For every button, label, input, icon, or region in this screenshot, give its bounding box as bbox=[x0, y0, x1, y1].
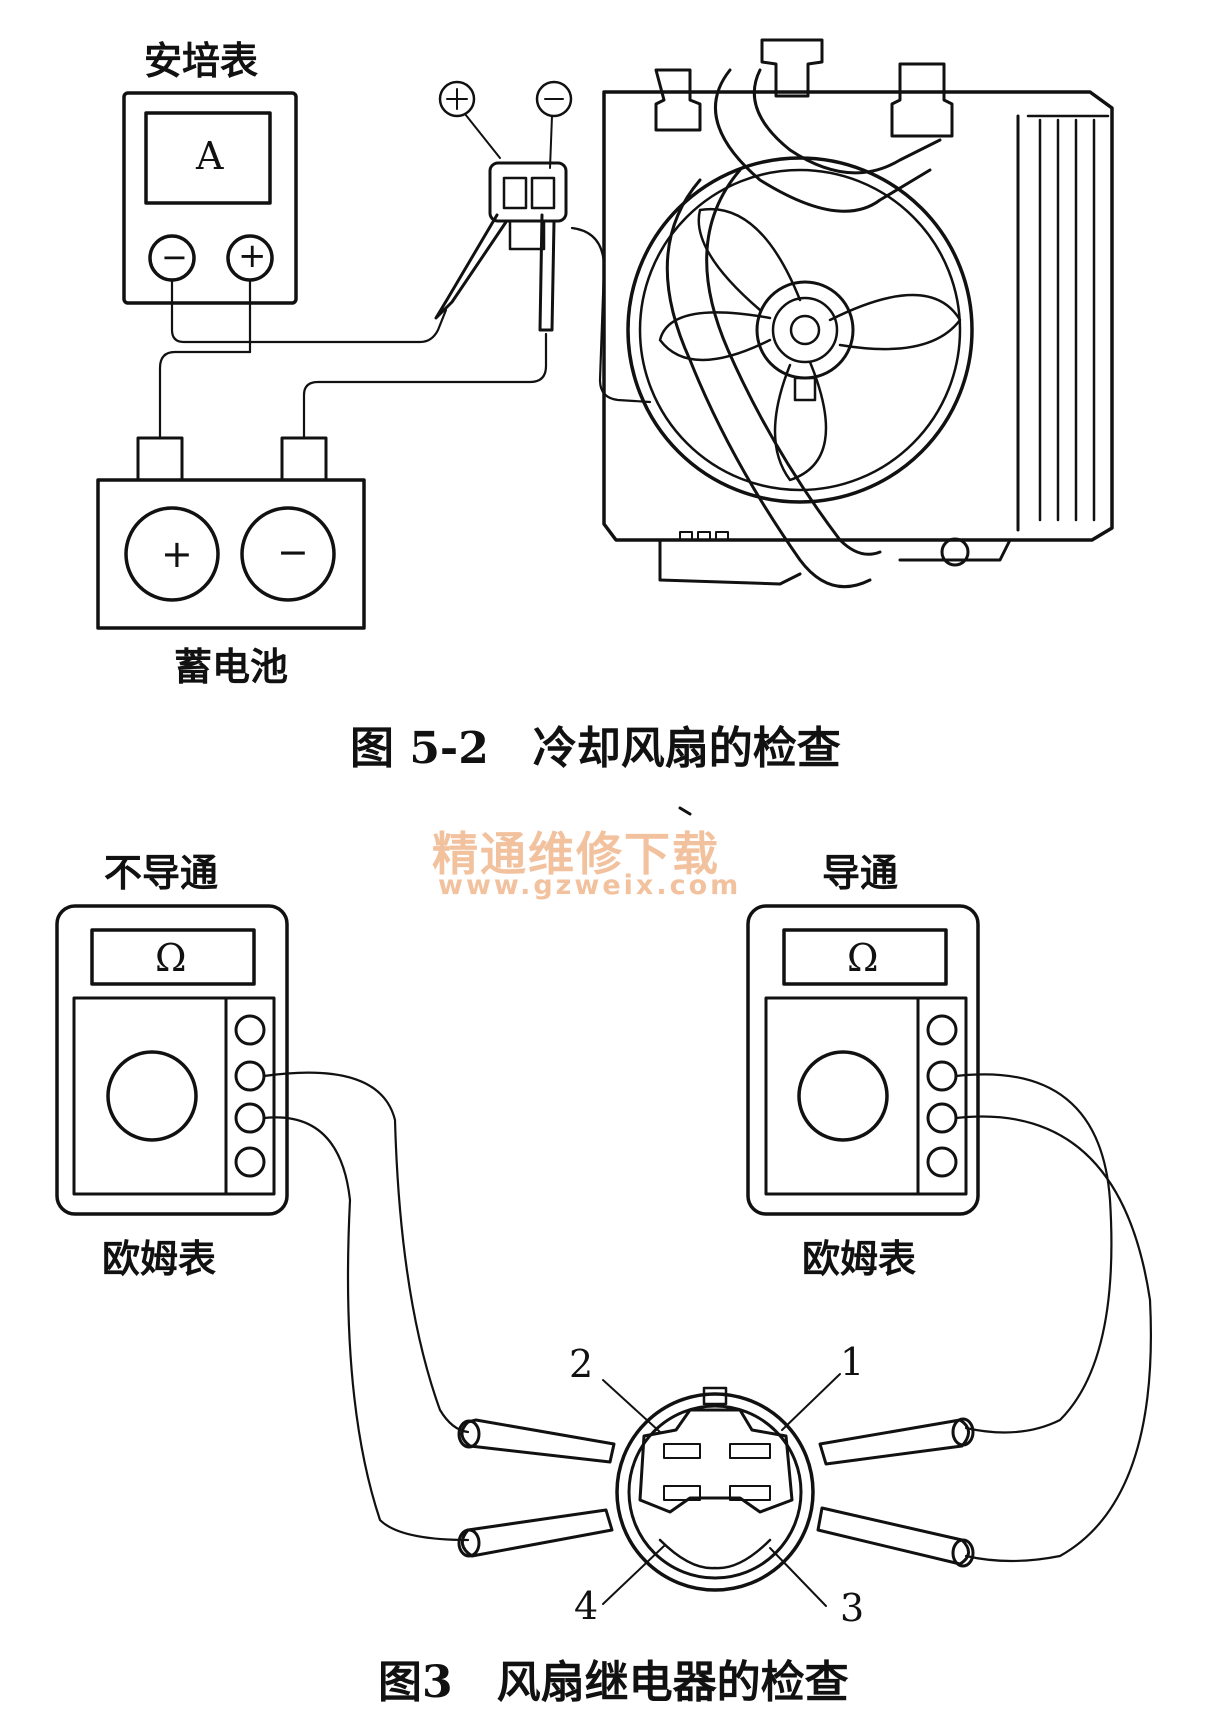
pin-label-2: 2 bbox=[569, 1342, 594, 1386]
test-probes bbox=[434, 80, 573, 332]
right-ohm-symbol: Ω bbox=[847, 936, 879, 980]
left-ohm-symbol: Ω bbox=[155, 936, 187, 980]
ammeter bbox=[122, 91, 298, 305]
ohmmeter-leads bbox=[262, 1071, 1152, 1563]
battery-minus-terminal: − bbox=[277, 530, 309, 574]
right-ohmmeter-label: 欧姆表 bbox=[802, 1237, 917, 1281]
left-ohmmeter-label: 欧姆表 bbox=[102, 1237, 217, 1281]
battery-label: 蓄电池 bbox=[174, 645, 289, 689]
ammeter-symbol: A bbox=[196, 134, 224, 178]
watermark-title: 精通维修下载 bbox=[432, 827, 720, 881]
ammeter-minus-terminal: − bbox=[161, 238, 188, 276]
ammeter-wires bbox=[158, 226, 652, 440]
figure-caption-2: 图3 风扇继电器的检查 bbox=[378, 1657, 849, 1708]
right-ohmmeter bbox=[746, 904, 980, 1216]
pin-label-4: 4 bbox=[574, 1584, 599, 1628]
pin-label-3: 3 bbox=[840, 1586, 865, 1630]
watermark-url: www.gzweix.com bbox=[438, 870, 742, 901]
figure-caption-1: 图 5-2 冷却风扇的检查 bbox=[350, 723, 841, 774]
left-state-label: 不导通 bbox=[104, 851, 219, 895]
lead-probes bbox=[457, 1417, 975, 1568]
pin-label-1: 1 bbox=[840, 1340, 865, 1384]
battery-plus-terminal: + bbox=[161, 532, 193, 576]
radiator-fan-assembly bbox=[602, 38, 1114, 589]
ammeter-plus-terminal: + bbox=[238, 236, 267, 276]
battery bbox=[96, 436, 366, 630]
right-state-label: 导通 bbox=[822, 851, 899, 895]
ammeter-label: 安培表 bbox=[144, 39, 259, 83]
stray-mark bbox=[678, 806, 692, 816]
fan-relay bbox=[602, 1373, 841, 1607]
